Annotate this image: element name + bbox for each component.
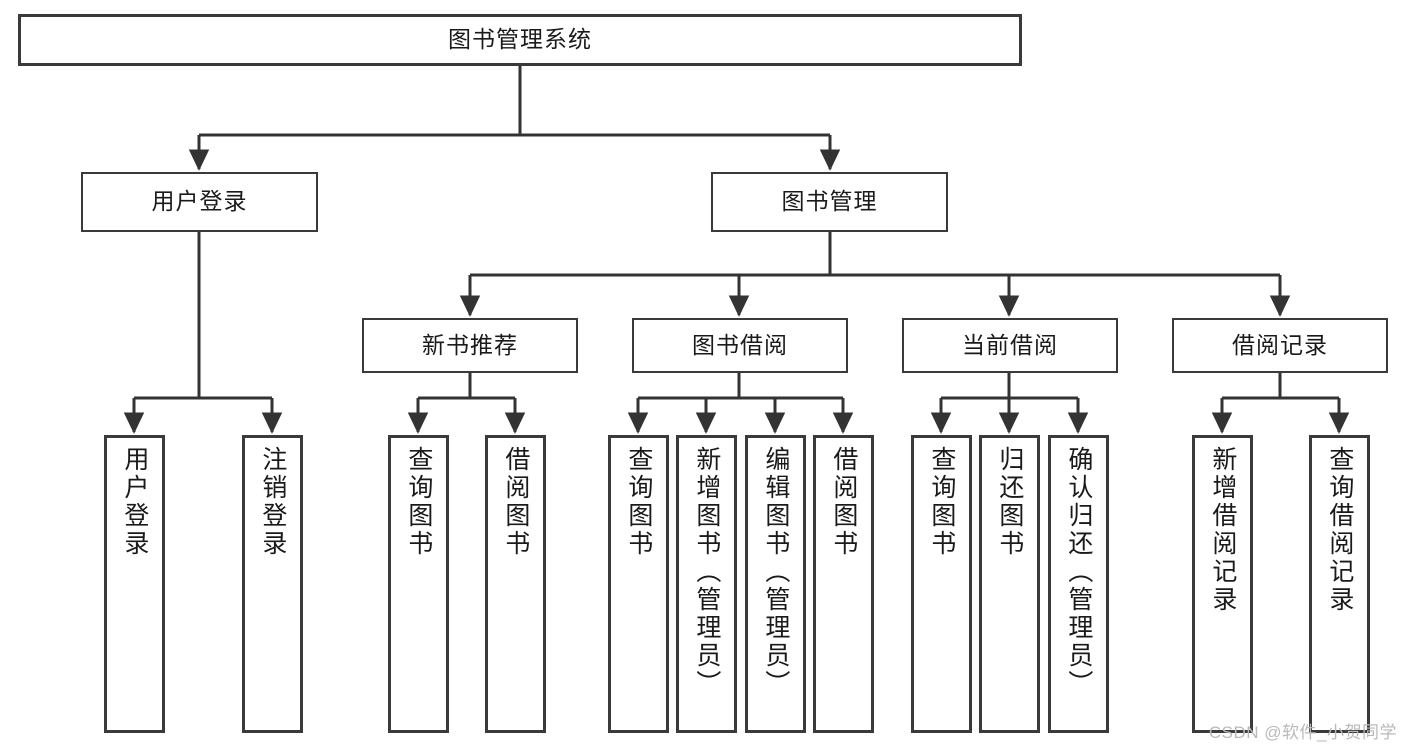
node-leaf-add-book[interactable]: 新增图书（管理员） — [676, 435, 737, 733]
node-leaf-borrow-book-2[interactable]: 借阅图书 — [813, 435, 874, 733]
node-leaf-user-logout[interactable]: 注销登录 — [242, 435, 303, 733]
node-book-borrow[interactable]: 图书借阅 — [632, 318, 848, 373]
node-borrow-record[interactable]: 借阅记录 — [1172, 318, 1388, 373]
node-book-manage-label: 图书管理 — [781, 188, 878, 215]
node-leaf-query-book-2[interactable]: 查询图书 — [608, 435, 669, 733]
node-leaf-add-record[interactable]: 新增借阅记录 — [1192, 435, 1253, 733]
node-leaf-confirm-return-label: 确认归还（管理员） — [1064, 446, 1093, 698]
node-leaf-user-login-label: 用户登录 — [120, 446, 149, 558]
node-leaf-query-book-3-label: 查询图书 — [927, 446, 956, 558]
node-leaf-borrow-book-1-label: 借阅图书 — [501, 446, 530, 558]
node-current-borrow[interactable]: 当前借阅 — [902, 318, 1118, 373]
node-book-manage[interactable]: 图书管理 — [711, 172, 948, 232]
node-borrow-record-label: 借阅记录 — [1232, 331, 1328, 358]
node-book-borrow-label: 图书借阅 — [692, 331, 788, 358]
node-leaf-query-book-1[interactable]: 查询图书 — [388, 435, 449, 733]
node-root-label: 图书管理系统 — [448, 26, 592, 53]
node-leaf-return-book[interactable]: 归还图书 — [979, 435, 1040, 733]
node-root[interactable]: 图书管理系统 — [18, 14, 1022, 66]
node-leaf-edit-book-label: 编辑图书（管理员） — [761, 446, 790, 698]
node-new-book-recommend[interactable]: 新书推荐 — [362, 318, 578, 373]
node-leaf-return-book-label: 归还图书 — [995, 446, 1024, 558]
node-leaf-user-logout-label: 注销登录 — [258, 446, 287, 558]
node-user-login[interactable]: 用户登录 — [81, 172, 318, 232]
node-leaf-query-book-3[interactable]: 查询图书 — [911, 435, 972, 733]
node-leaf-query-record[interactable]: 查询借阅记录 — [1309, 435, 1370, 733]
node-user-login-label: 用户登录 — [151, 188, 248, 215]
node-leaf-user-login[interactable]: 用户登录 — [104, 435, 165, 733]
node-leaf-borrow-book-2-label: 借阅图书 — [829, 446, 858, 558]
node-leaf-query-record-label: 查询借阅记录 — [1325, 446, 1354, 614]
node-leaf-add-book-label: 新增图书（管理员） — [692, 446, 721, 698]
node-leaf-add-record-label: 新增借阅记录 — [1208, 446, 1237, 614]
node-leaf-query-book-1-label: 查询图书 — [404, 446, 433, 558]
csdn-watermark: CSDN @软件_小贺同学 — [1208, 723, 1397, 742]
node-leaf-borrow-book-1[interactable]: 借阅图书 — [485, 435, 546, 733]
node-current-borrow-label: 当前借阅 — [962, 331, 1058, 358]
node-leaf-query-book-2-label: 查询图书 — [624, 446, 653, 558]
node-leaf-confirm-return[interactable]: 确认归还（管理员） — [1048, 435, 1109, 733]
node-leaf-edit-book[interactable]: 编辑图书（管理员） — [745, 435, 806, 733]
node-new-book-recommend-label: 新书推荐 — [422, 331, 518, 358]
